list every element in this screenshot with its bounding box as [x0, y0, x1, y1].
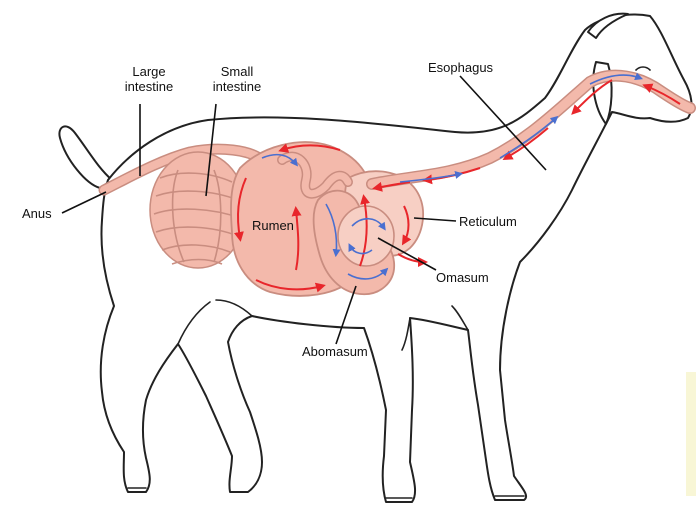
label-large-intestine: Large intestine	[113, 64, 185, 94]
leader-anus	[62, 192, 106, 213]
label-small-intestine: Small intestine	[200, 64, 274, 94]
label-abomasum: Abomasum	[302, 344, 368, 359]
goat-tail	[59, 126, 112, 188]
label-omasum: Omasum	[436, 270, 489, 285]
label-anus: Anus	[22, 206, 52, 221]
accent-panel	[686, 372, 696, 496]
label-rumen: Rumen	[252, 218, 294, 233]
label-esophagus: Esophagus	[428, 60, 493, 75]
label-reticulum: Reticulum	[459, 214, 517, 229]
